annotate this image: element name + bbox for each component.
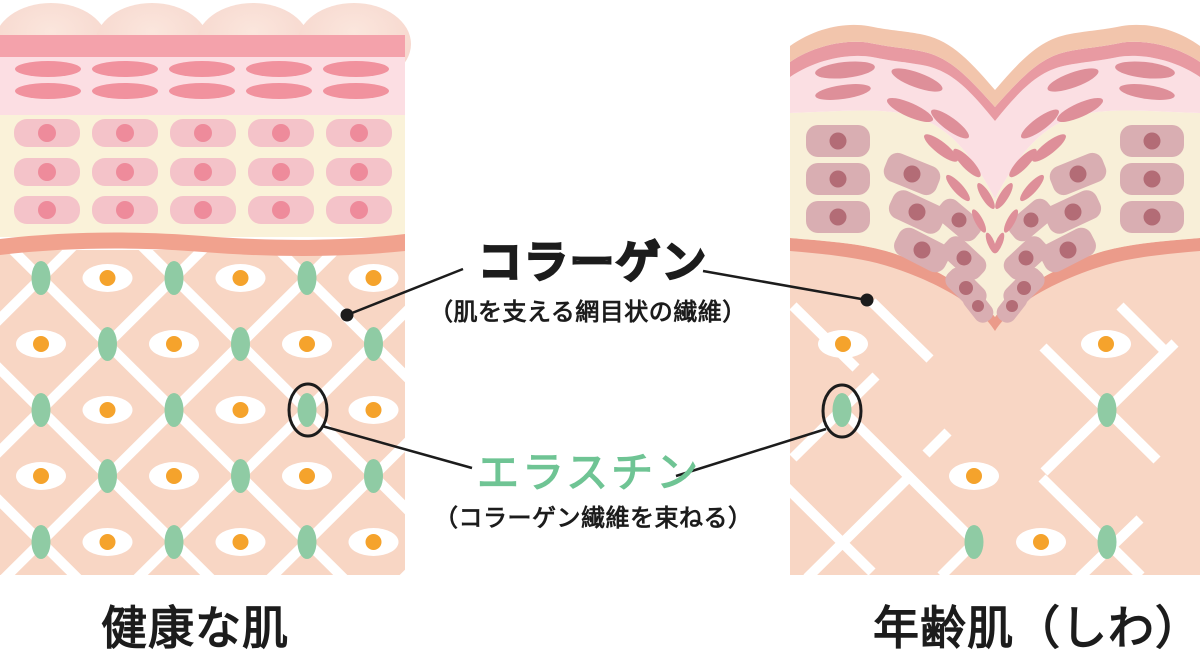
- broken-collagen-fibers: [790, 298, 1179, 575]
- aged-flat-cells: [815, 61, 1175, 254]
- elastin-label: エラスチン: [477, 448, 702, 497]
- aged-pink-band: [790, 41, 1200, 121]
- basal-wave-band: [0, 232, 405, 256]
- healthy-skin-illustration: [0, 3, 411, 575]
- elastin-pointer-line-left: [321, 424, 473, 470]
- healthy-skin-caption: 健康な肌: [101, 601, 289, 655]
- epidermis-flat-cells: [15, 61, 389, 99]
- aged-skin-illustration: [790, 24, 1200, 575]
- collagen-sublabel: （肌を支える網目状の繊維）: [429, 298, 747, 326]
- aged-surface-layer: [790, 24, 1200, 108]
- elastin-fibers-aged: [832, 393, 1117, 559]
- collagen-pointer-line-right: [702, 269, 868, 302]
- annotation-marks: [287, 267, 874, 478]
- collagen-dot-left: [340, 308, 354, 322]
- aged-basal-cells: [806, 125, 1184, 323]
- aged-skin-caption: 年齢肌（しわ）: [873, 601, 1200, 655]
- collagen-dot-right: [860, 293, 874, 307]
- collagen-mesh-healthy: [0, 250, 405, 575]
- fibroblast-cells-aged: [818, 330, 1131, 556]
- aged-upper-epidermis: [790, 55, 1200, 199]
- elastin-circle-marker-right: [821, 383, 863, 439]
- aged-wave-band: [790, 238, 1200, 331]
- elastin-sublabel: （コラーゲン繊維を束ねる）: [434, 504, 753, 532]
- collagen-label: コラーゲン: [477, 237, 708, 288]
- collagen-pointer-line-left: [346, 267, 464, 317]
- surface-pink-bar: [0, 35, 405, 57]
- basal-cells: [14, 119, 392, 224]
- elastin-circle-marker-left: [287, 382, 329, 438]
- elastin-pointer-line-right: [675, 427, 827, 478]
